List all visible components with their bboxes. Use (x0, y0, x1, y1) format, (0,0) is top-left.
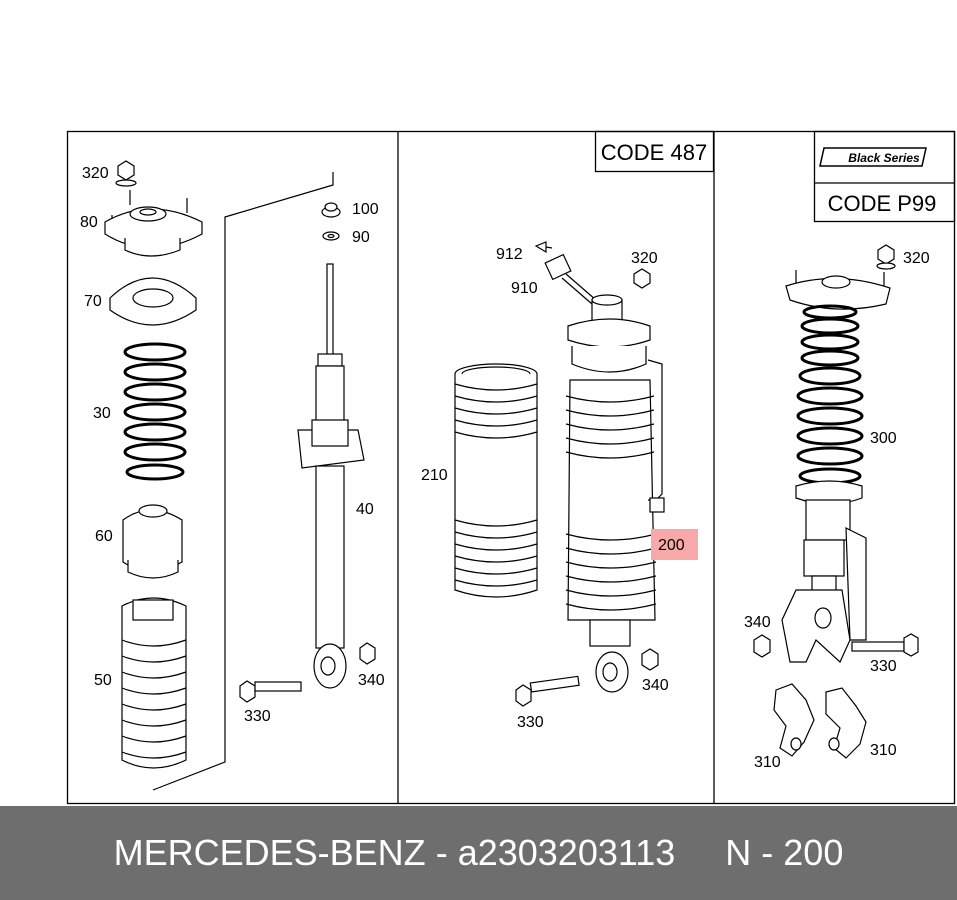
svg-text:210: 210 (421, 467, 448, 484)
svg-text:340: 340 (358, 672, 385, 689)
coilover-top-mount (785, 270, 891, 310)
svg-text:200: 200 (658, 537, 685, 554)
svg-text:330: 330 (517, 714, 544, 731)
spring-pad-70 (109, 277, 197, 326)
svg-text:320: 320 (631, 250, 658, 267)
bracket-310-left (773, 683, 815, 757)
washer-100 (321, 202, 341, 218)
black-series-badge: Black Series (819, 147, 927, 167)
svg-text:300: 300 (870, 430, 897, 447)
panel-3-drawing (753, 244, 919, 759)
bolt-330 (239, 680, 302, 703)
washer-90 (322, 231, 340, 241)
part-number: a2303203113 (457, 832, 676, 873)
nut-340-c (753, 634, 771, 658)
svg-text:330: 330 (870, 658, 897, 675)
separator-dash: - (435, 832, 448, 873)
separator (426, 832, 436, 874)
parts-diagram: CODE 487 Black Series CODE P99 (66, 130, 956, 805)
footer-bar: MERCEDES-BENZ - a2303203113 N - 200 (0, 806, 957, 900)
svg-text:910: 910 (511, 280, 538, 297)
connector-910 (544, 253, 597, 305)
panel-2-labels: 912 910 320 210 200 340 330 (421, 246, 685, 731)
svg-text:30: 30 (93, 405, 111, 422)
bolt-330-c (851, 633, 919, 657)
panel-1-labels: 320 80 70 30 60 50 100 90 40 330 340 (80, 165, 385, 725)
svg-text:340: 340 (642, 677, 669, 694)
svg-text:80: 80 (80, 214, 98, 231)
position-number: N - 200 (725, 832, 844, 873)
svg-text:330: 330 (244, 708, 271, 725)
svg-text:40: 40 (356, 501, 374, 518)
svg-text:320: 320 (903, 250, 930, 267)
dust-boot-50 (121, 597, 187, 769)
panel-1-drawing (104, 160, 376, 791)
nut-320 (117, 160, 135, 181)
screw-912 (534, 241, 553, 254)
nut-340 (359, 642, 376, 665)
coilover-spring-300 (796, 304, 864, 485)
air-spring-200 (565, 359, 665, 693)
air-spring-top (567, 294, 651, 373)
nut-320-c (877, 244, 895, 265)
svg-text:100: 100 (352, 201, 379, 218)
svg-text:Black Series: Black Series (848, 151, 920, 165)
top-mount-80 (104, 190, 203, 257)
svg-text:70: 70 (84, 293, 102, 310)
panel-2-drawing (454, 241, 665, 707)
bracket-310-right (825, 687, 867, 759)
brand-name: MERCEDES-BENZ (113, 832, 426, 873)
bolt-330-b (515, 675, 580, 707)
bump-stop-60 (122, 504, 183, 579)
coilover-body (781, 480, 867, 664)
coil-spring-30 (123, 342, 187, 481)
nut-320-b (633, 268, 651, 289)
panel-frames (66, 130, 956, 805)
svg-text:912: 912 (496, 246, 523, 263)
svg-text:50: 50 (94, 672, 112, 689)
svg-text:310: 310 (870, 742, 897, 759)
code-p99-label: CODE P99 (828, 191, 937, 216)
svg-text:340: 340 (744, 614, 771, 631)
footer-caption: MERCEDES-BENZ - a2303203113 N - 200 (0, 806, 957, 900)
svg-text:320: 320 (82, 165, 109, 182)
svg-text:90: 90 (352, 229, 370, 246)
nut-340-b (641, 648, 659, 671)
highlight-200 (651, 529, 698, 560)
code-487-label: CODE 487 (601, 140, 707, 165)
panel-3-labels: 320 300 340 330 310 310 (744, 250, 930, 771)
separator-space (448, 832, 458, 874)
svg-text:310: 310 (754, 754, 781, 771)
shock-absorber-40 (297, 263, 365, 689)
sleeve-210 (454, 363, 538, 598)
svg-text:60: 60 (95, 528, 113, 545)
